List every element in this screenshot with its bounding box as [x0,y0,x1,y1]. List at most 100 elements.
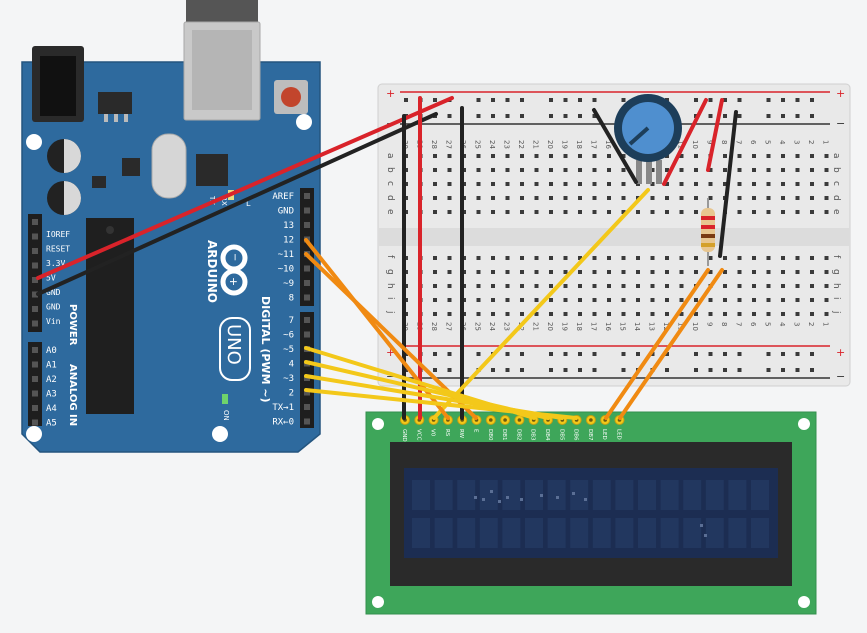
column-number: 19 [561,322,569,331]
column-number: 4 [778,140,786,145]
column-number: 18 [575,140,583,149]
wire-db7[interactable] [304,388,578,420]
wire-5v[interactable] [36,96,454,280]
row-letter: g [385,269,395,275]
rail-plus-top-right: + [836,87,845,100]
analog-pin-label: A5 [46,419,57,429]
model-label: UNO [223,324,244,365]
arduino-logo: − + [220,244,248,296]
row-letter: h [831,283,841,289]
wire-pot-vcc[interactable] [662,98,708,186]
column-number: 9 [706,322,714,326]
column-number: 23 [503,140,511,149]
on-label: ON [222,410,230,421]
power-pin-label: 5V [46,274,56,283]
wires [36,96,738,420]
row-letter: f [831,255,841,259]
digital-section-label: DIGITAL (PWM ~) [259,296,272,403]
rail-minus-bottom-right: − [836,370,845,383]
column-number: 3 [793,140,801,144]
rail-minus-top-right: − [836,117,845,130]
digital-pin-label: ~5 [283,345,294,355]
potentiometer[interactable] [614,94,682,184]
lcd-pin-label: RS [444,429,450,437]
breadboard[interactable]: 3029282726252423222120191817161514131211… [377,83,851,387]
wire-rail-red[interactable] [706,98,724,172]
digital-pin-label: 4 [289,360,294,370]
column-number: 2 [807,322,815,326]
digital-pin-label: 12 [283,236,294,246]
svg-text:−: − [229,253,240,261]
resistor[interactable] [701,198,715,266]
column-number: 10 [691,140,699,149]
lcd-pin-label: DB3 [530,429,536,441]
column-number: 7 [735,322,743,326]
rail-plus-bottom-left: + [386,346,395,359]
digital-pin-label: RX←0 [272,418,294,428]
digital-pin-label: 2 [289,389,294,399]
power-section-label: POWER [67,304,78,346]
column-number: 21 [532,140,540,149]
wire-contrast[interactable] [432,188,650,420]
column-number: 15 [619,322,627,331]
wire-led-cathode[interactable] [618,268,724,420]
lcd-pixel-grid [412,480,769,548]
digital-pin-label: 13 [283,221,294,231]
wire-led-anode[interactable] [604,268,710,420]
row-letter: i [385,297,395,300]
column-number: 28 [430,322,438,331]
rail-plus-top-left: + [386,87,395,100]
row-letter: c [831,181,841,186]
svg-text:+: + [227,277,240,286]
row-letter: j [831,310,841,314]
digital-pin-label: ~6 [283,331,294,341]
l-label: L [246,199,251,208]
analog-pin-label: A2 [46,375,57,385]
wire-led-gnd[interactable] [718,110,738,258]
column-number: 21 [532,322,540,331]
digital-header-top [300,188,314,306]
column-number: 27 [445,140,453,149]
usb-connector [186,0,258,24]
column-number: 6 [749,140,757,145]
column-number: 28 [430,140,438,149]
column-number: 16 [604,140,612,149]
rail-plus-bottom-right: + [836,346,845,359]
brand-label: ARDUINO [205,240,219,303]
column-number: 25 [474,322,482,331]
row-letter: i [831,297,841,300]
lcd-pin-label: LED [601,429,607,440]
wire-pot-gnd[interactable] [592,108,638,184]
lcd-pin-label: LED [616,429,622,440]
column-number: 18 [575,322,583,331]
column-number: 1 [822,322,830,326]
lcd-pin-label: V0 [430,429,436,437]
digital-pin-label: TX→1 [272,403,294,413]
column-number: 12 [662,322,670,331]
row-letter: d [385,195,395,201]
column-number: 11 [677,322,685,331]
atmega-chip [86,218,134,414]
digital-pin-label: ~10 [278,265,294,275]
digital-pin-label: 8 [289,294,294,304]
lcd-pin-label: DB7 [587,429,593,441]
analog-pin-label: A4 [46,404,57,414]
digital-pin-label: GND [278,207,294,217]
tx-label: TX [208,195,216,205]
column-number: 11 [677,140,685,149]
wire-gnd[interactable] [36,112,438,296]
row-letter: f [385,255,395,259]
column-number: 10 [691,322,699,331]
lcd-pin-label: RW [458,429,464,439]
power-pin-label: 3.3V [46,259,65,268]
column-number: 20 [546,322,554,331]
column-number: 2 [807,140,815,144]
column-number: 27 [445,322,453,331]
column-number: 23 [503,322,511,331]
